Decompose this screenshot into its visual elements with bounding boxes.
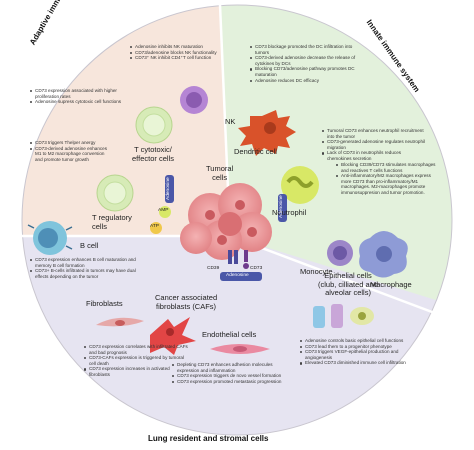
adenosine-badge-center: [220, 272, 262, 281]
note-cafs-1: CD73 expression correlates with infiltra…: [84, 344, 190, 355]
label-cd73: CD73: [250, 266, 263, 271]
note-epithelial-3: CD73 triggers VEGF-epithelial production…: [300, 349, 418, 360]
note-dendritic-2: CD73-derived adenosine decrease the rele…: [250, 55, 360, 66]
notes-endothelial: Depleting CD73 enhances adhesion molecul…: [172, 362, 290, 384]
note-neutrophil-1: Tumoral CD73 enhances neutrophil recruit…: [322, 128, 426, 139]
atp-molecule-icon: [150, 222, 162, 234]
amp-molecule-icon: [159, 206, 171, 218]
label-t-regulatory: T regulatory cells: [92, 213, 132, 231]
note-t-cytotoxic-2: Adenosine supress cytotoxic cell functio…: [30, 99, 134, 105]
label-neutrophil: Neutrophil: [272, 208, 307, 217]
note-endothelial-2: CD73 expression triggers de novo vessel …: [172, 373, 290, 379]
t-regulatory-cell-icon: [96, 174, 134, 212]
note-neutrophil-3: Lack of CD73 in neutrophils reduces chem…: [322, 150, 426, 161]
tumor-cluster: [180, 183, 272, 260]
label-macrophage: Macrophage: [370, 280, 412, 289]
divider-right: [229, 234, 449, 320]
note-endothelial-1: Depleting CD73 enhances adhesion molecul…: [172, 362, 290, 373]
note-macrophage-1: Blocking CD39/CD73 stimulates macrophage…: [336, 162, 442, 173]
notes-cafs: CD73 expression correlates with infiltra…: [84, 344, 190, 378]
note-nk-1: Adenosine inhibits NK maturation: [130, 44, 242, 50]
label-nk: NK: [225, 117, 236, 126]
adenosine-badge-right: [278, 194, 287, 222]
note-nk-2: CD73/adenosine blocks NK functionality: [130, 50, 242, 56]
note-macrophage-2: Anti-inflammatory/M2 macrophages express…: [336, 173, 442, 195]
neutrophil-icon: [281, 166, 319, 204]
note-dendritic-4: Adenosine reduces DC efficacy: [250, 78, 360, 84]
label-epithelial: Epithelial cells (club, cilliated and al…: [318, 271, 379, 297]
monocyte-icon: [327, 240, 353, 266]
note-dendritic-3: Blocking CD73/adenosine pathway promotes…: [250, 66, 360, 77]
notes-epithelial: Adenosine controls basic epithelial cell…: [300, 338, 418, 366]
label-dendritic: Dendritic cell: [234, 147, 277, 156]
cd39-receptor-icon: [228, 250, 238, 264]
label-monocyte: Monocyte: [300, 267, 333, 276]
label-atp: ATP: [150, 224, 159, 229]
section-title-lung: Lung resident and stromal cells: [148, 434, 269, 443]
notes-t-regulatory: CD73 triggers Thelper anergy CD73-derive…: [30, 140, 108, 162]
label-tumoral: Tumoral cells: [206, 164, 234, 182]
note-b-cell-2: CD73+ B-cells infiltrated in tumors may …: [30, 268, 142, 279]
label-adenosine-center: Adenosine: [226, 273, 249, 278]
label-endothelial: Endothelial cells: [202, 330, 257, 339]
note-dendritic-1: CD73 blockage promoted the DC infiltrati…: [250, 44, 360, 55]
epithelial-cells-icon: [313, 304, 374, 328]
notes-dendritic: CD73 blockage promoted the DC infiltrati…: [250, 44, 360, 83]
label-cafs: Cancer associated fibroblasts (CAFs): [155, 293, 218, 311]
endothelial-cell-icon: [210, 344, 270, 354]
fibroblast-icon: [96, 317, 144, 327]
note-t-cytotoxic-1: CD73 expression associated with higher p…: [30, 88, 134, 99]
note-epithelial-2: CD73 lead them to a progenitor phenotype: [300, 344, 418, 350]
adenosine-badge-left: [165, 175, 174, 203]
note-t-regulatory-2: CD73-derived adenosine enhances M1 to M2…: [30, 146, 108, 163]
outer-circle: [21, 4, 453, 436]
label-t-cytotoxic: T cytotoxic/ effector cells: [132, 145, 174, 163]
cd73-receptor-icon: [243, 250, 249, 269]
notes-t-cytotoxic: CD73 expression associated with higher p…: [30, 88, 134, 105]
note-endothelial-3: CD73 expression promoted metastasic prog…: [172, 379, 290, 385]
label-cd39: CD39: [207, 266, 220, 271]
notes-b-cell: CD73 expression enhances B cell maturati…: [30, 257, 142, 279]
macrophage-icon: [359, 231, 408, 278]
note-neutrophil-2: CD73-generated adenosine regulates neutr…: [322, 139, 426, 150]
nk-cell-icon: [180, 86, 208, 114]
label-fibroblasts: Fibroblasts: [86, 299, 123, 308]
label-b-cell: B cell: [80, 241, 99, 250]
note-cafs-2: CD73-CAFs expression is triggered by tum…: [84, 355, 190, 366]
note-nk-3: CD73⁺ NK inhibit CD4⁺T cell function: [130, 55, 242, 61]
label-adenosine-right: Adenosine: [279, 195, 284, 218]
note-t-regulatory-1: CD73 triggers Thelper anergy: [30, 140, 108, 146]
note-cafs-3: CD73 expression increases in activated f…: [84, 366, 190, 377]
note-epithelial-4: Elevated CD73 diminished immune cell inf…: [300, 360, 418, 366]
notes-neutrophil: Tumoral CD73 enhances neutrophil recruit…: [322, 128, 426, 162]
caf-icon: [150, 317, 196, 355]
dendritic-cell-icon: [238, 110, 296, 156]
label-amp: AMP: [158, 208, 169, 213]
notes-nk: Adenosine inhibits NK maturation CD73/ad…: [130, 44, 242, 61]
b-cell-icon: [27, 221, 73, 255]
note-b-cell-1: CD73 expression enhances B cell maturati…: [30, 257, 142, 268]
t-cytotoxic-cell-icon: [135, 106, 173, 144]
label-adenosine-left: Adenosine: [166, 177, 171, 200]
notes-macrophage: Blocking CD39/CD73 stimulates macrophage…: [336, 162, 442, 196]
note-epithelial-1: Adenosine controls basic epithelial cell…: [300, 338, 418, 344]
